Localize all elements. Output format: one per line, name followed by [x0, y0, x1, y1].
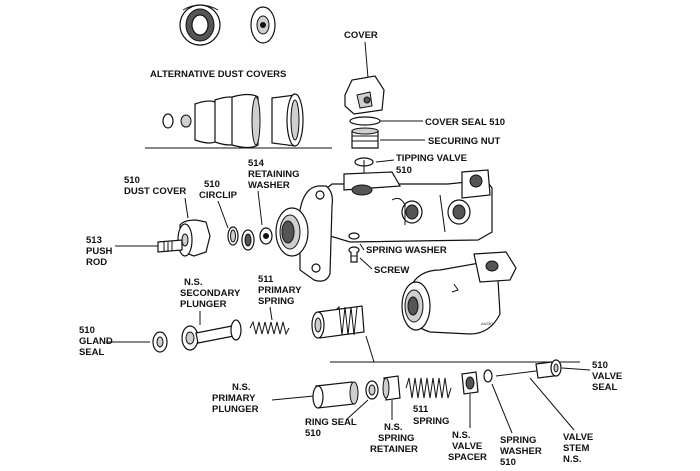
alt-dust-cover-ring — [271, 93, 304, 147]
label-cover: COVER — [344, 30, 378, 41]
label-part-code: A6250 — [481, 321, 493, 326]
label-primary-spring: 511 — [258, 274, 274, 285]
label-spring: 511 — [413, 404, 429, 415]
alt-dust-cover-large-1 — [179, 4, 221, 46]
svg-text:510: 510 — [305, 428, 321, 439]
spring-washer-part — [348, 232, 360, 240]
alt-dust-cover-bellows — [162, 93, 261, 149]
primary-plunger-assembly — [311, 305, 365, 339]
spring-retainer-part — [382, 375, 401, 401]
svg-text:SPRING: SPRING — [378, 433, 414, 444]
svg-text:STEM: STEM — [563, 443, 589, 454]
svg-text:WASHER: WASHER — [248, 180, 290, 191]
label-spring-washer-2: SPRING — [500, 435, 536, 446]
master-cylinder-body — [317, 169, 493, 243]
label-alt-dust-covers: ALTERNATIVE DUST COVERS — [150, 69, 286, 80]
label-valve-stem: VALVE — [563, 432, 593, 443]
label-spring-washer: SPRING WASHER — [366, 245, 447, 256]
svg-text:SPRING: SPRING — [258, 296, 294, 307]
svg-text:PRIMARY: PRIMARY — [258, 285, 302, 296]
label-gland-seal: 510 — [79, 325, 95, 336]
svg-text:WASHER: WASHER — [500, 446, 542, 457]
secondary-plunger-part — [181, 319, 242, 351]
label-dust-cover: 510 — [124, 175, 140, 186]
label-ring-seal: RING SEAL — [305, 417, 357, 428]
label-spring-retainer: N.S. — [384, 422, 402, 433]
svg-text:RETAINER: RETAINER — [370, 444, 418, 455]
svg-text:CIRCLIP: CIRCLIP — [199, 190, 238, 201]
securing-nut-part — [351, 127, 379, 149]
circlip-part — [227, 226, 255, 251]
valve-seal-part — [550, 359, 562, 377]
label-secondary-plunger: N.S. — [184, 277, 202, 288]
svg-text:VALVE: VALVE — [592, 371, 622, 382]
svg-text:SPRING: SPRING — [413, 416, 449, 427]
svg-text:VALVE: VALVE — [452, 441, 482, 452]
svg-text:PLUNGER: PLUNGER — [212, 404, 259, 415]
label-retaining-washer: 514 — [248, 158, 265, 169]
label-securing-nut: SECURING NUT — [428, 136, 501, 147]
dust-cover-part — [177, 219, 211, 257]
svg-text:SPACER: SPACER — [448, 452, 487, 463]
label-screw: SCREW — [374, 265, 409, 276]
label-push-rod: 513 — [86, 235, 102, 246]
label-cover-seal: COVER SEAL 510 — [425, 117, 505, 128]
push-rod-part — [157, 239, 183, 253]
svg-text:RETAINING: RETAINING — [248, 169, 300, 180]
gland-seal-part — [152, 331, 168, 353]
svg-text:510: 510 — [500, 457, 516, 468]
primary-plunger-part — [312, 381, 359, 409]
svg-text:SEAL: SEAL — [79, 347, 105, 358]
svg-text:GLAND: GLAND — [79, 336, 113, 347]
mounting-flange — [275, 185, 333, 282]
svg-text:PLUNGER: PLUNGER — [180, 299, 227, 310]
label-valve-seal: 510 — [592, 360, 608, 371]
svg-text:PRIMARY: PRIMARY — [212, 393, 256, 404]
label-tipping-valve: TIPPING VALVE — [396, 153, 467, 164]
svg-text:DUST COVER: DUST COVER — [124, 186, 186, 197]
svg-text:ROD: ROD — [86, 257, 107, 268]
spring-washer-2-part — [483, 369, 493, 383]
label-circlip: 510 — [204, 179, 220, 190]
ring-seal-part — [365, 380, 379, 400]
svg-text:SEAL: SEAL — [592, 382, 618, 393]
svg-text:N.S.: N.S. — [563, 454, 581, 465]
cover-seal-part — [349, 116, 381, 126]
svg-text:510: 510 — [396, 165, 412, 176]
alt-dust-cover-small-1 — [250, 6, 276, 44]
label-valve-spacer: N.S. — [452, 430, 470, 441]
label-primary-plunger: N.S. — [232, 382, 250, 393]
cover-part — [344, 75, 385, 115]
valve-stem-part — [495, 361, 555, 379]
svg-text:SECONDARY: SECONDARY — [180, 288, 241, 299]
screw-part — [348, 246, 360, 263]
svg-text:PUSH: PUSH — [86, 246, 113, 257]
valve-spacer-part — [461, 371, 479, 395]
cylinder-section-view — [401, 251, 517, 335]
retaining-washer-part — [259, 227, 273, 245]
primary-spring-part — [249, 320, 290, 336]
spring-part — [405, 377, 452, 399]
